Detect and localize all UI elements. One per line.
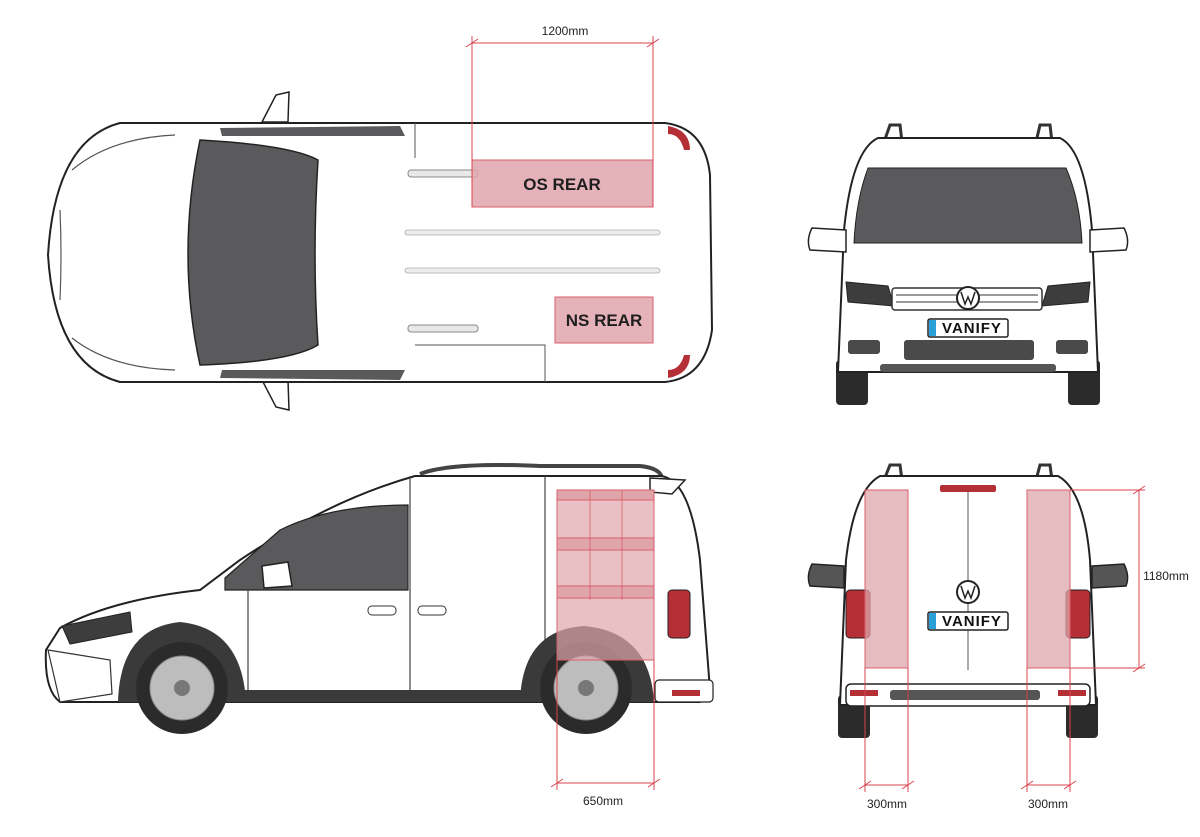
rear-high-brake-light [940, 485, 996, 492]
os-rear-zone [471, 159, 654, 208]
front-view: VANIFY [807, 123, 1129, 405]
side-spoiler [649, 477, 687, 495]
rear-vw-badge-mark [960, 585, 976, 601]
top-roof-rib-1 [404, 229, 661, 236]
side-headlight [61, 611, 133, 645]
side-wheel-front [136, 642, 228, 734]
front-vw-badge-mark [960, 291, 976, 307]
front-headlight-left [845, 281, 895, 307]
rear-mirror-left [807, 563, 845, 589]
rear-left-width-label: 300mm [867, 797, 907, 811]
front-number-plate [927, 318, 1009, 338]
rear-roof-rail-left [882, 463, 904, 481]
rear-height-label: 1180mm [1143, 569, 1189, 583]
front-windscreen [853, 167, 1083, 244]
side-handle-front [367, 605, 397, 616]
side-tail-light [667, 589, 691, 639]
rear-reflector-left [850, 690, 878, 696]
front-roof-rail-left [882, 123, 904, 143]
rear-view: VANIFY 1180mm 300mm [807, 463, 1189, 811]
top-width-label: 1200mm [542, 24, 589, 38]
side-depth-dimension [550, 660, 661, 790]
side-wheel-rear [540, 642, 632, 734]
rear-left-width-dimension [858, 668, 915, 792]
front-mirror-right [1089, 227, 1129, 253]
top-tail-light-lower [668, 355, 690, 378]
top-roof-rib-2 [404, 267, 661, 274]
top-bonnet [59, 134, 176, 371]
front-foglight-right [1056, 340, 1088, 354]
side-roof-rail [419, 463, 664, 479]
ns-rear-label: NS REAR [566, 311, 643, 330]
front-lower-grille [904, 340, 1034, 360]
rear-racking-right [1026, 489, 1071, 669]
rear-reflector-right [1058, 690, 1086, 696]
rear-right-width-dimension [1020, 668, 1077, 792]
front-mirror-left [807, 227, 847, 253]
side-mirror [261, 561, 293, 589]
top-tail-light-upper [668, 126, 690, 150]
top-side-window-upper [220, 126, 405, 136]
rear-roof-rail-right [1034, 463, 1054, 481]
ns-rear-zone [554, 296, 654, 344]
top-view: OS REAR NS REAR 1200mm [46, 24, 714, 411]
side-lower-cladding [240, 690, 545, 702]
side-depth-label: 650mm [583, 794, 623, 808]
side-front-bumper [47, 649, 113, 703]
os-rear-label: OS REAR [523, 175, 600, 194]
side-handle-slide [417, 605, 447, 616]
front-skid-plate [880, 364, 1056, 372]
top-rail-lower [407, 324, 479, 333]
top-width-dimension [465, 36, 660, 207]
rear-height-dimension [1070, 485, 1146, 673]
top-rail-upper [407, 169, 479, 178]
rear-racking-left [864, 489, 909, 669]
top-mirror-lower [260, 379, 290, 411]
side-rear-reflector [672, 690, 700, 696]
top-windscreen [187, 139, 319, 366]
front-foglight-left [848, 340, 880, 354]
top-door-line [414, 123, 546, 382]
front-roof-rail-right [1034, 123, 1054, 143]
rear-plate-text: VANIFY [942, 613, 1002, 630]
rear-number-plate [927, 611, 1009, 631]
front-plate-flag [929, 320, 936, 336]
rear-plate-flag [929, 613, 936, 629]
rear-skid-plate [890, 690, 1040, 700]
top-side-window-lower [220, 370, 405, 380]
rear-right-width-label: 300mm [1028, 797, 1068, 811]
side-window-front [224, 504, 409, 591]
front-headlight-right [1041, 281, 1091, 307]
rear-mirror-right [1091, 563, 1129, 589]
side-view: 650mm [44, 463, 714, 808]
front-plate-text: VANIFY [942, 320, 1002, 337]
top-mirror-upper [260, 91, 290, 123]
side-racking-unit [556, 489, 655, 661]
